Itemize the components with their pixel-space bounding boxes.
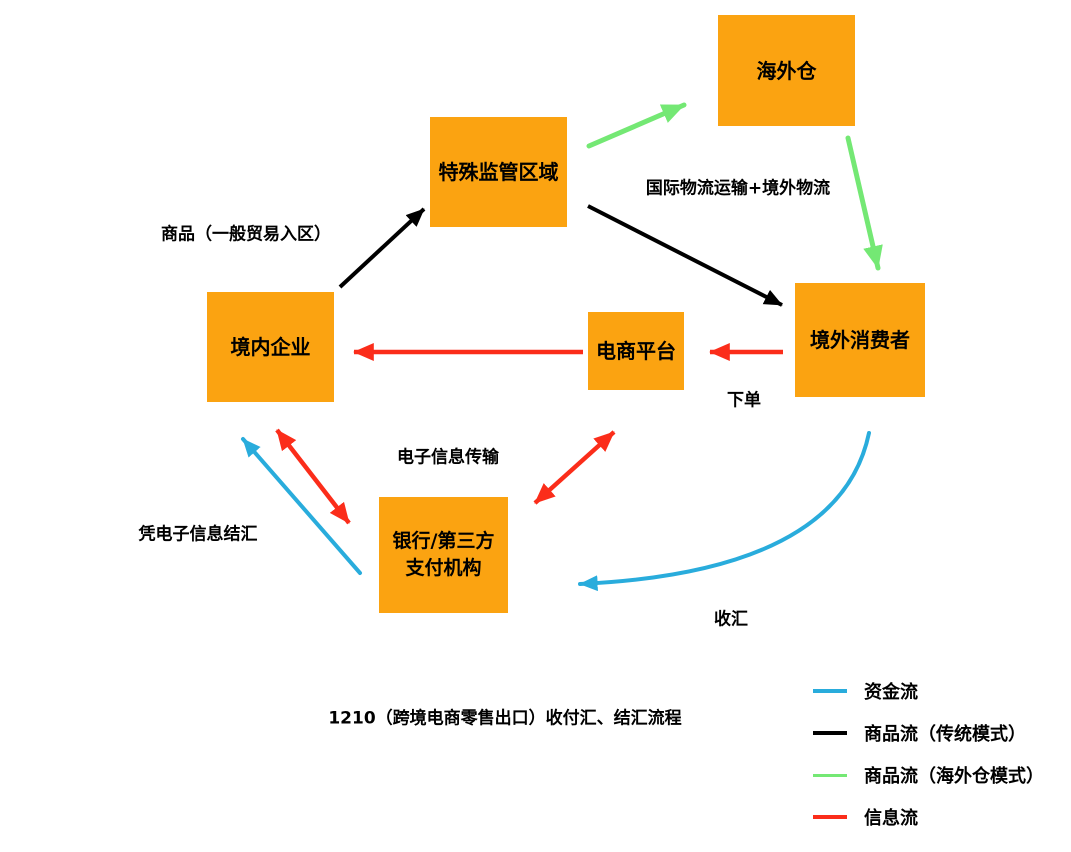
node-bank-third-party-payment: 银行/第三方 支付机构: [379, 497, 508, 613]
node-label: 海外仓: [756, 58, 817, 83]
funds-flow-line-icon: [813, 689, 847, 693]
arrow-goods-entry: [338, 207, 426, 289]
node-label: 银行/第三方 支付机构: [392, 530, 495, 579]
arrow-enterprise-bank-einfo: [275, 428, 351, 525]
legend-label: 资金流: [864, 682, 918, 703]
legend-label: 商品流（传统模式）: [864, 724, 1026, 745]
edge-label-receive-payment: 收汇: [714, 609, 748, 630]
goods-traditional-line-icon: [813, 731, 847, 735]
legend-label: 信息流: [864, 808, 918, 829]
arrow-warehouse-to-consumer: [845, 135, 883, 271]
node-overseas-warehouse: 海外仓: [718, 15, 855, 126]
edge-label-place-order: 下单: [727, 390, 761, 411]
node-label: 境外消费者: [810, 328, 910, 352]
node-ecommerce-platform: 电商平台: [588, 312, 684, 390]
legend-label: 商品流（海外仓模式）: [864, 766, 1044, 787]
node-special-regulatory-zone: 特殊监管区域: [430, 117, 567, 227]
edge-label-einfo-transfer: 电子信息传输: [397, 447, 499, 468]
diagram-title: 1210（跨境电商零售出口）收付汇、结汇流程: [328, 708, 682, 729]
node-label: 境内企业: [230, 335, 311, 359]
legend-item-goods-overseas-warehouse: 商品流（海外仓模式）: [813, 763, 1044, 787]
arrow-consumer-payment: [578, 431, 871, 592]
node-label: 特殊监管区域: [438, 160, 559, 184]
arrow-bank-settlement: [241, 437, 362, 575]
arrow-zone-to-consumer: [587, 204, 783, 307]
edge-label-settlement: 凭电子信息结汇: [138, 524, 258, 545]
legend-item-funds-flow: 资金流: [813, 679, 1044, 703]
legend-item-goods-traditional: 商品流（传统模式）: [813, 721, 1044, 745]
edge-label-goods-entry: 商品（一般贸易入区）: [161, 224, 331, 245]
goods-overseas-warehouse-line-icon: [813, 773, 847, 777]
arrow-platform-bank-einfo: [533, 430, 616, 505]
node-overseas-consumer: 境外消费者: [795, 283, 925, 397]
node-domestic-enterprise: 境内企业: [207, 292, 334, 402]
information-flow-line-icon: [813, 815, 847, 819]
legend: 资金流 商品流（传统模式） 商品流（海外仓模式） 信息流: [813, 679, 1044, 829]
legend-item-information-flow: 信息流: [813, 805, 1044, 829]
arrow-zone-to-warehouse: [586, 102, 687, 149]
node-label: 电商平台: [596, 339, 676, 363]
edge-label-intl-logistics: 国际物流运输+境外物流: [645, 178, 831, 199]
